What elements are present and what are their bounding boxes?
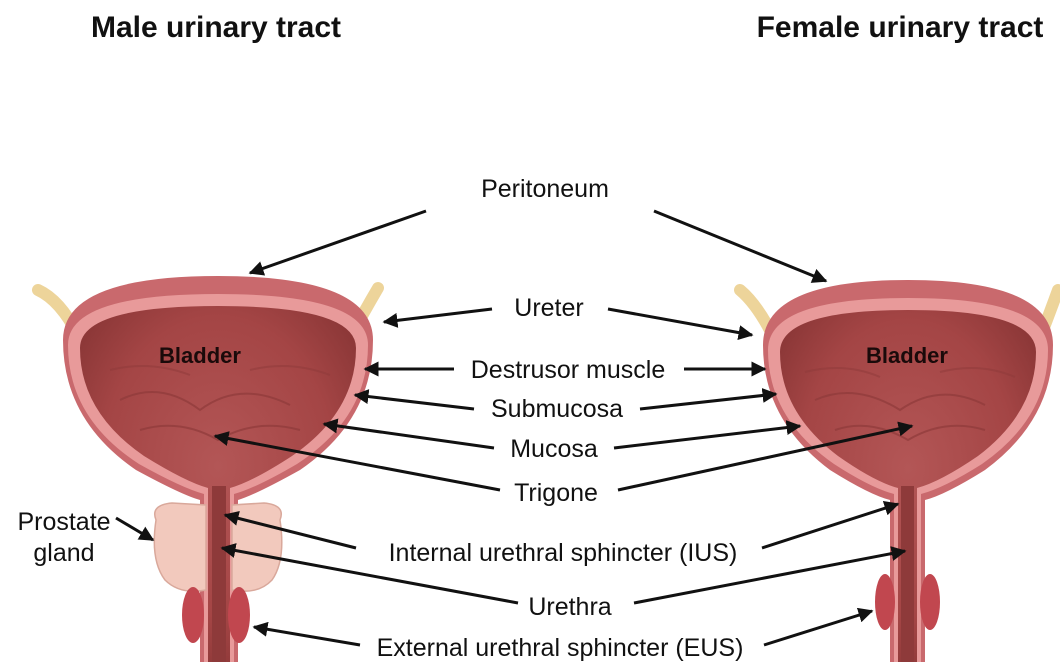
prostate-right [232, 503, 282, 591]
arrow-peritoneum-male [250, 211, 426, 273]
label-destrusor: Destrusor muscle [471, 356, 666, 384]
arrow-submucosa-female [640, 394, 776, 409]
arrow-eus-male [254, 627, 360, 645]
arrow-submucosa-male [355, 395, 474, 409]
label-trigone: Trigone [514, 479, 598, 507]
female-bladder-label: Bladder [866, 343, 948, 368]
arrow-eus-female [764, 611, 872, 645]
label-prostate-line2: gland [33, 539, 94, 567]
arrow-ius-female [762, 504, 898, 548]
arrow-ureter-male [384, 309, 492, 322]
male-urethra [212, 486, 226, 662]
female-urinary-tract: Bladder [740, 280, 1058, 662]
female-urethra [901, 486, 914, 662]
male-title: Male urinary tract [91, 11, 341, 44]
arrow-mucosa-female [614, 426, 800, 448]
arrow-mucosa-male [324, 424, 494, 448]
prostate-left [154, 503, 206, 591]
label-ius: Internal urethral sphincter (IUS) [389, 539, 738, 567]
male-eus-right [228, 587, 250, 643]
label-mucosa: Mucosa [510, 435, 598, 463]
label-eus: External urethral sphincter (EUS) [377, 634, 744, 662]
label-peritoneum: Peritoneum [481, 175, 609, 203]
male-bladder-label: Bladder [159, 343, 241, 368]
male-eus-left [182, 587, 204, 643]
arrow-ureter-female [608, 309, 752, 335]
arrow-prostate [116, 518, 153, 540]
male-urinary-tract: Bladder [38, 276, 378, 662]
arrow-peritoneum-female [654, 211, 826, 281]
label-submucosa: Submucosa [491, 395, 623, 423]
label-urethra: Urethra [528, 593, 611, 621]
label-ureter: Ureter [514, 294, 583, 322]
label-prostate-line1: Prostate [17, 508, 110, 536]
female-eus-left [875, 574, 895, 630]
female-eus-right [920, 574, 940, 630]
female-title: Female urinary tract [757, 11, 1044, 44]
